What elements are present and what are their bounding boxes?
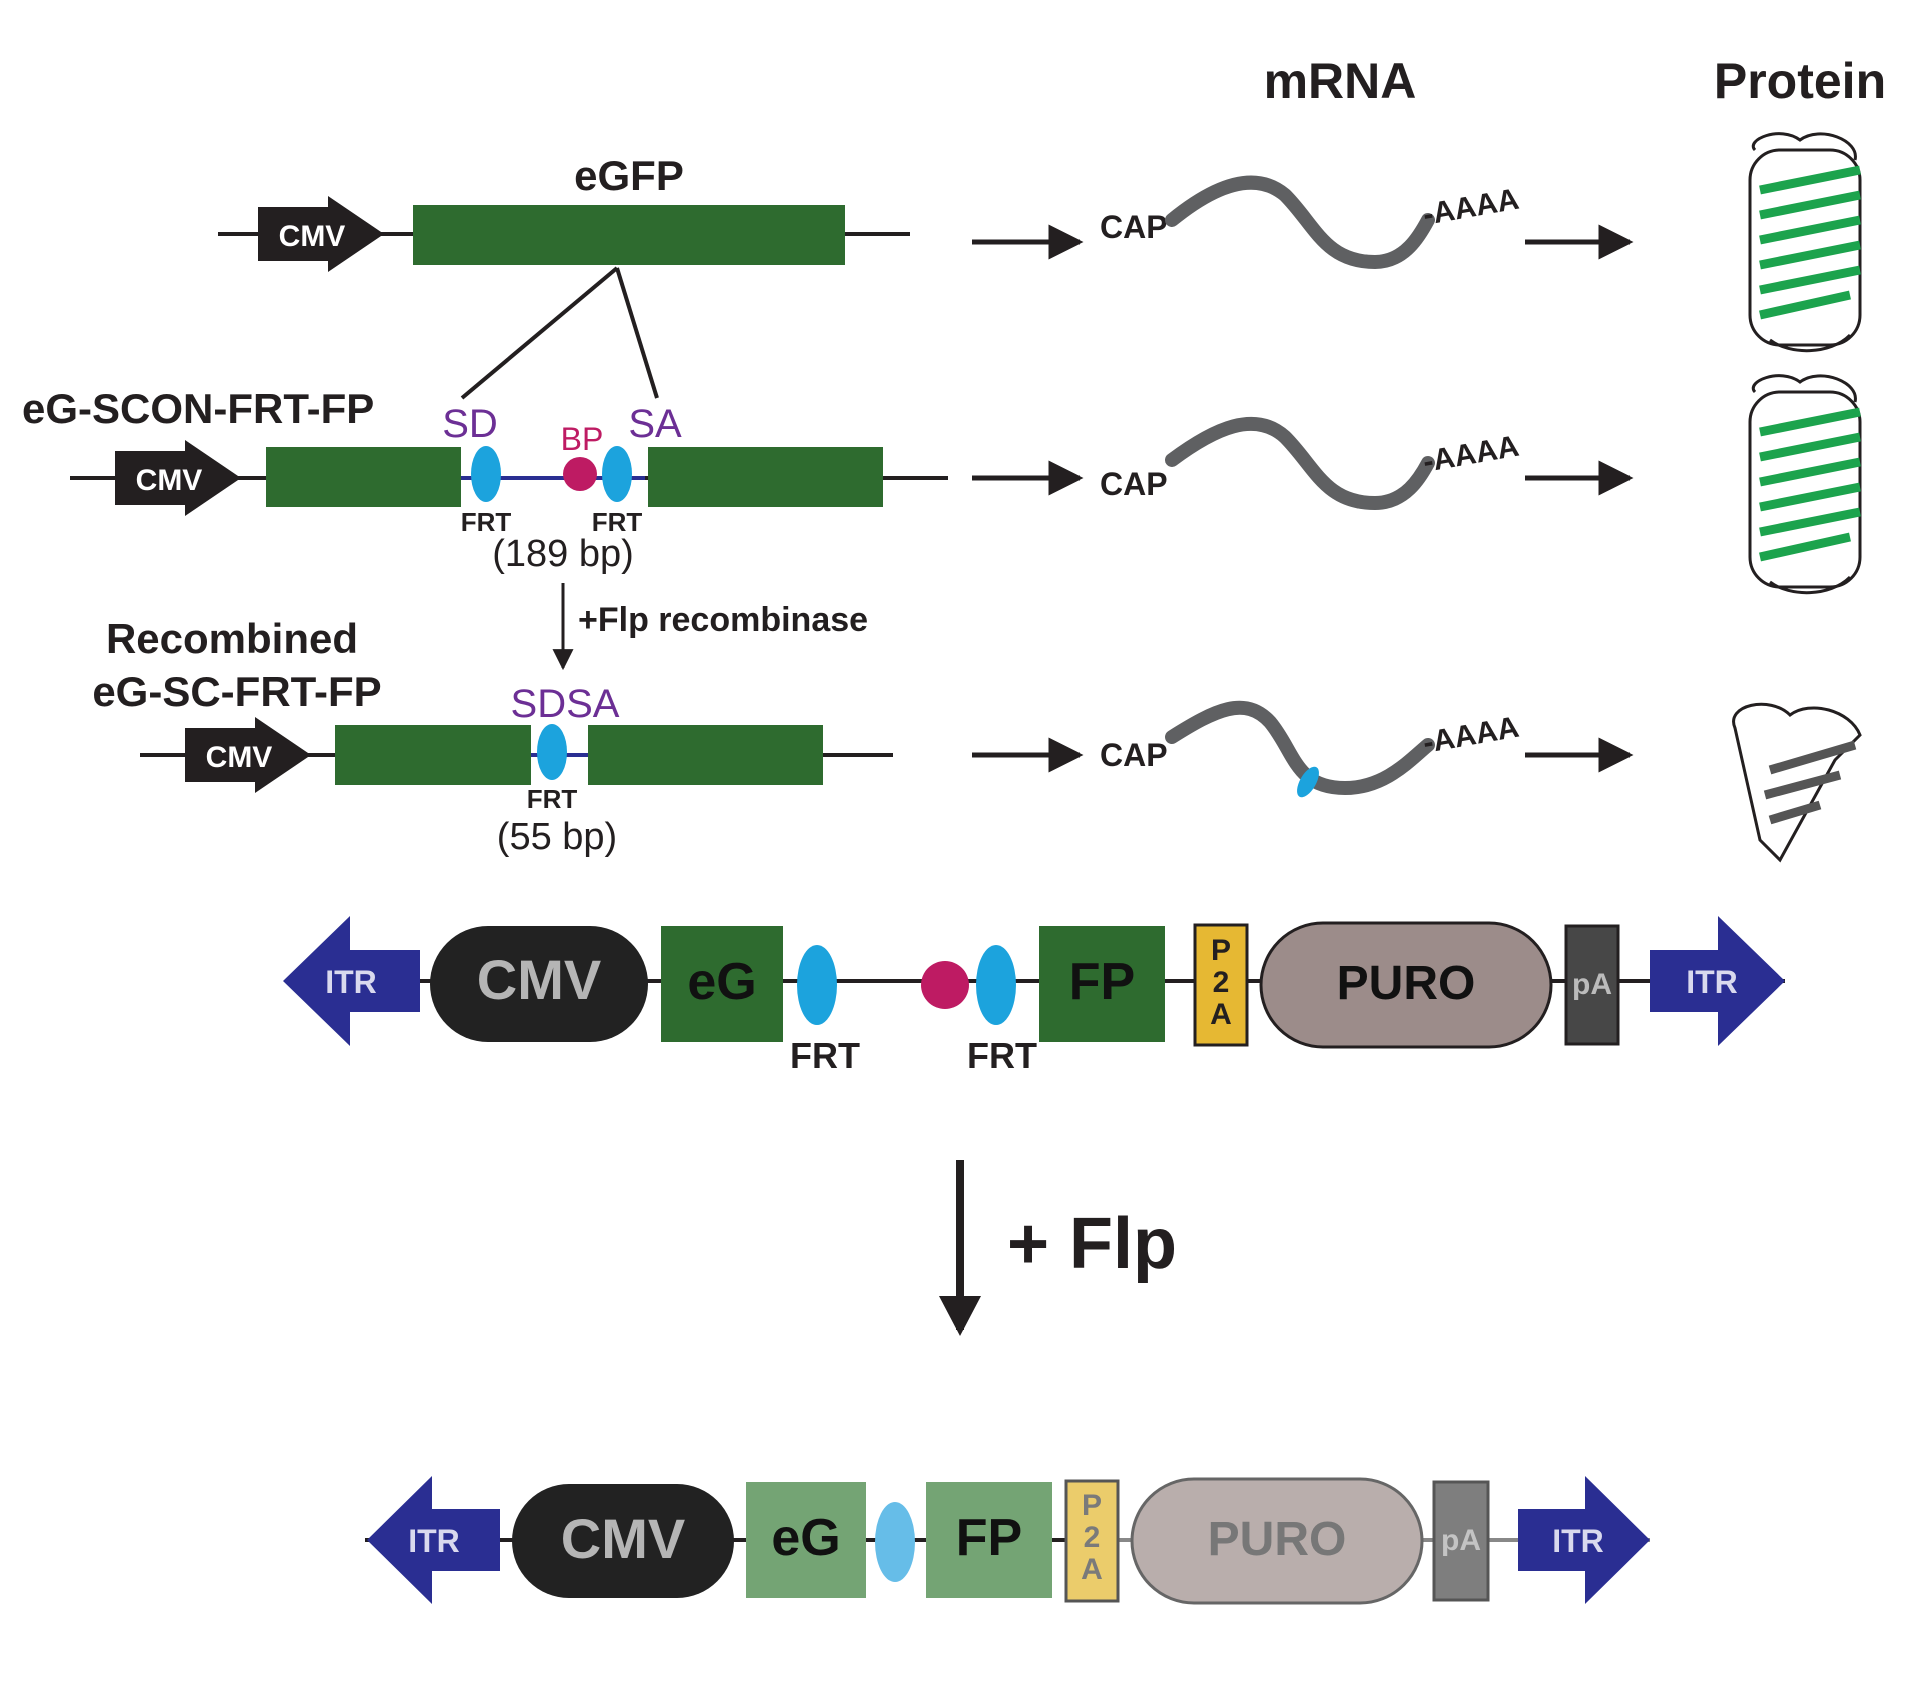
cmv-promoter-arrow: CMV: [258, 196, 384, 272]
frt-label: FRT: [527, 784, 578, 814]
exon-right-box: [648, 447, 883, 507]
p2a-label-p: P: [1211, 934, 1231, 967]
cmv-label: CMV: [279, 220, 346, 253]
row-egfp: CMV eGFP CAP -AAAA: [218, 132, 1862, 400]
cap-label: CAP: [1100, 466, 1168, 502]
p2a-label-a: A: [1210, 998, 1232, 1031]
eg-label: eG: [771, 1509, 840, 1567]
mrna-header: mRNA: [1264, 53, 1417, 109]
cmv-box: [512, 1484, 734, 1598]
exon-left-box: [335, 725, 531, 785]
polya-label: -AAAA: [1420, 430, 1521, 479]
p2a-label-2: 2: [1084, 1521, 1101, 1554]
p2a-label-a: A: [1081, 1553, 1103, 1586]
intron-size-label: (189 bp): [492, 533, 634, 575]
mrna-strand-icon: [1165, 416, 1435, 511]
vector-map-after: ITR CMV eG FP P 2 A PURO pA ITR: [365, 1476, 1650, 1605]
exon-right-box: [588, 725, 823, 785]
itr-right-label: ITR: [1686, 964, 1738, 1000]
intron-size-label: (55 bp): [497, 816, 617, 858]
flp-label: + Flp: [1007, 1204, 1177, 1284]
eg-box: [746, 1482, 866, 1598]
cap-label: CAP: [1100, 209, 1168, 245]
cmv-label: CMV: [136, 464, 203, 497]
p2a-label-2: 2: [1213, 966, 1230, 999]
frt-site-left: [471, 446, 501, 502]
cmv-label: CMV: [206, 741, 273, 774]
flp-recombinase-label: +Flp recombinase: [578, 601, 868, 639]
sd-label: SD: [442, 402, 498, 446]
pa-label: pA: [1572, 968, 1612, 1001]
frt-label-right: FRT: [967, 1035, 1037, 1076]
puro-label: PURO: [1208, 1513, 1347, 1566]
frt-label-left: FRT: [790, 1035, 860, 1076]
cmv-label: CMV: [561, 1507, 685, 1570]
pa-label: pA: [1441, 1524, 1481, 1557]
eg-label: eG: [687, 953, 756, 1011]
itr-left-label: ITR: [408, 1523, 460, 1559]
bp-label: BP: [561, 421, 604, 457]
frt-site-right: [602, 446, 632, 502]
construct-name-line2: eG-SC-FRT-FP: [92, 668, 381, 715]
itr-right-arrow: [1650, 916, 1785, 1046]
fp-box: [1039, 926, 1165, 1042]
sdsa-label: SDSA: [511, 682, 620, 726]
itr-right-arrow: [1518, 1476, 1650, 1604]
frt-site-right: [976, 945, 1016, 1025]
cmv-box: [430, 926, 648, 1042]
polya-label: -AAAA: [1420, 183, 1521, 232]
construct-name-line1: Recombined: [106, 615, 358, 662]
itr-right-label: ITR: [1552, 1523, 1604, 1559]
frt-site-left: [797, 945, 837, 1025]
row-eg-scon-frt-fp: eG-SCON-FRT-FP CMV SD BP SA FRT FRT (189…: [22, 374, 1862, 595]
fp-box: [926, 1482, 1052, 1598]
vector-map-before: ITR CMV eG FRT FRT FP P 2 A PURO pA ITR: [283, 916, 1785, 1076]
gfp-protein-icon: [1748, 374, 1862, 595]
itr-left-label: ITR: [325, 964, 377, 1000]
p2a-label-p: P: [1082, 1489, 1102, 1522]
flp-step: + Flp: [939, 1160, 1177, 1336]
fp-label: FP: [956, 1509, 1022, 1567]
branch-point: [563, 457, 597, 491]
frt-site: [537, 724, 567, 780]
puro-box: [1130, 1477, 1424, 1605]
pa-box: [1564, 924, 1620, 1046]
frt-label-left: FRT: [461, 507, 512, 537]
cmv-promoter-arrow: CMV: [115, 440, 241, 516]
cmv-label: CMV: [477, 948, 601, 1011]
construct-name: eG-SCON-FRT-FP: [22, 385, 374, 432]
row-recombined: Recombined eG-SC-FRT-FP CMV SDSA FRT (55…: [92, 615, 1862, 863]
itr-left-arrow: [283, 916, 420, 1046]
p2a-box: [1193, 923, 1249, 1047]
branch-point: [921, 961, 969, 1009]
exon-left-box: [266, 447, 461, 507]
flp-recombination-step: +Flp recombinase: [552, 583, 868, 671]
mrna-strand-icon: [1165, 175, 1435, 270]
eg-box: [661, 926, 783, 1042]
fp-label: FP: [1069, 953, 1135, 1011]
itr-left-arrow: [367, 1476, 500, 1604]
egfp-gene-box: [413, 205, 845, 265]
sa-label: SA: [628, 402, 682, 446]
mrna-strand-icon: [1165, 700, 1435, 796]
cmv-promoter-arrow: CMV: [185, 717, 311, 793]
pa-box: [1432, 1480, 1490, 1602]
p2a-box: [1064, 1479, 1120, 1603]
frt-label-right: FRT: [592, 507, 643, 537]
puro-label: PURO: [1337, 957, 1476, 1010]
frt-scar-mark: [1297, 766, 1319, 798]
polya-label: -AAAA: [1420, 711, 1521, 760]
gfp-protein-icon: [1748, 132, 1862, 353]
puro-box: [1259, 921, 1553, 1049]
frt-site: [875, 1502, 915, 1582]
cap-label: CAP: [1100, 737, 1168, 773]
egfp-label: eGFP: [574, 152, 684, 199]
protein-header: Protein: [1714, 53, 1886, 109]
truncated-protein-icon: [1732, 702, 1862, 863]
